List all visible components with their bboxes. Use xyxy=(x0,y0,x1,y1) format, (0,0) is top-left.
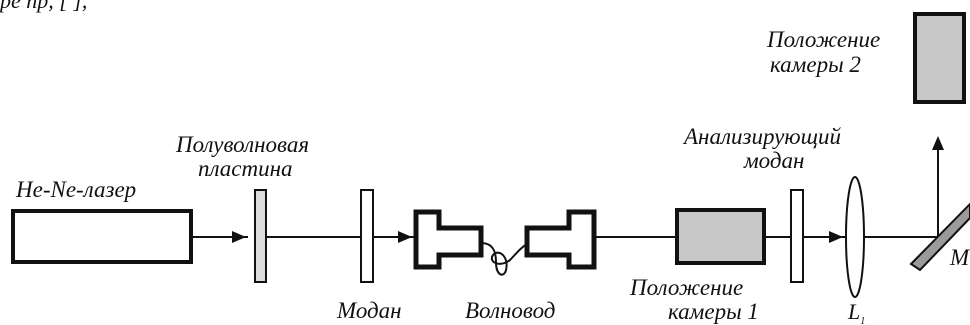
lens-label: L1 xyxy=(847,299,865,325)
analyzing-label-line2: модан xyxy=(743,148,804,173)
modan-label: Модан xyxy=(336,298,402,323)
laser-label: He-Ne-лазер xyxy=(15,177,136,202)
mirror-label: M xyxy=(949,245,970,270)
halfwave-plate xyxy=(254,189,267,283)
waveguide-input-coupler xyxy=(413,209,484,270)
camera1-label-line1: Положение xyxy=(629,275,743,300)
camera1-label-line2: камеры 1 xyxy=(668,299,759,324)
lens-label-main: L xyxy=(847,299,860,324)
beam-path xyxy=(191,150,939,238)
top-partial-text: ре пр, [ ], xyxy=(0,0,87,13)
arrow-icon xyxy=(232,231,246,243)
waveguide-output-coupler xyxy=(524,209,597,270)
camera2-box xyxy=(913,12,966,104)
analyzing-modan-plate xyxy=(790,189,804,283)
arrow-icon xyxy=(829,231,843,243)
arrow-icon xyxy=(398,231,412,243)
halfwave-label-line2: пластина xyxy=(198,156,293,181)
waveguide-label: Волновод xyxy=(465,298,555,323)
lens-l1 xyxy=(845,176,865,298)
camera2-label-line2: камеры 2 xyxy=(770,52,861,77)
lens-label-sub: 1 xyxy=(860,316,865,325)
analyzing-label-line1: Анализирующий xyxy=(682,124,841,149)
fiber-loop xyxy=(480,242,528,276)
modan-plate xyxy=(360,189,374,283)
mirror xyxy=(909,202,970,272)
arrow-icon xyxy=(932,136,944,150)
laser-box xyxy=(11,209,193,264)
camera2-label-line1: Положение xyxy=(766,27,880,52)
camera1-box xyxy=(675,208,766,265)
halfwave-label-line1: Полуволновая xyxy=(175,132,309,157)
